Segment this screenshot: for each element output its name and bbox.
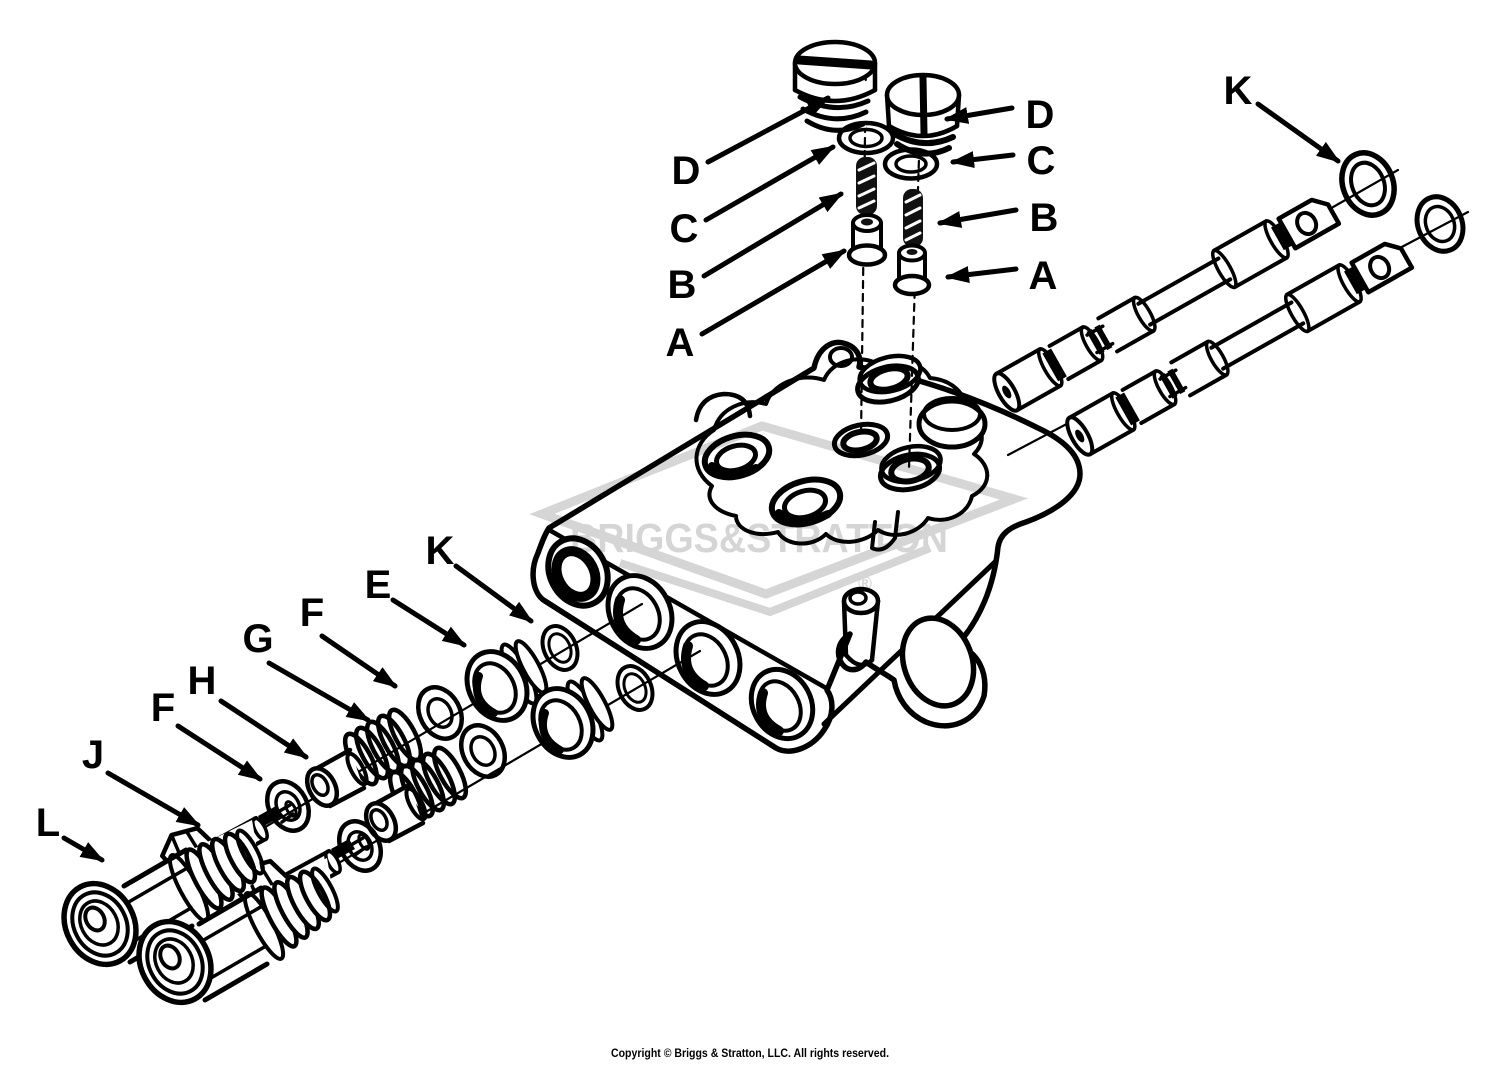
watermark-diamond bbox=[529, 421, 1029, 599]
callout-h: H bbox=[188, 659, 309, 760]
lower-chain bbox=[61, 624, 655, 1006]
callout-label-b-right: B bbox=[1030, 196, 1059, 240]
callout-l: L bbox=[36, 801, 105, 863]
callout-label-a-right: A bbox=[1029, 254, 1058, 298]
callout-a-left: A bbox=[666, 248, 847, 365]
callout-label-d-left: D bbox=[672, 149, 701, 193]
top-exploded-parts bbox=[792, 39, 962, 297]
callout-b-right: B bbox=[937, 196, 1059, 240]
callout-label-a-left: A bbox=[666, 321, 695, 365]
watermark-registered-icon: ® bbox=[858, 574, 872, 595]
spool-shaft-1 bbox=[992, 197, 1342, 414]
callout-f-upper: F bbox=[300, 591, 398, 689]
o-ring-k-row1 bbox=[540, 624, 580, 672]
callouts: D C B A D C B A bbox=[36, 69, 1341, 863]
front-bore-2 bbox=[605, 573, 675, 651]
callout-d-left: D bbox=[672, 95, 831, 193]
washer-f-row2-outer bbox=[459, 723, 507, 779]
screw-plug-right bbox=[884, 72, 962, 157]
washer-f-row1-outer bbox=[416, 685, 464, 741]
watermark-chevron bbox=[618, 544, 932, 617]
front-bore-3 bbox=[673, 619, 743, 697]
spool-shafts bbox=[992, 150, 1466, 458]
o-ring-k-row2 bbox=[615, 664, 655, 712]
callout-k-left: K bbox=[426, 529, 534, 624]
plunger-right bbox=[892, 243, 932, 297]
plunger-left bbox=[846, 213, 888, 267]
callout-label-j: J bbox=[82, 733, 104, 777]
callout-label-k-left: K bbox=[426, 529, 455, 573]
spring-top-left bbox=[856, 157, 877, 215]
front-bore-4 bbox=[748, 666, 816, 742]
callout-c-right: C bbox=[950, 139, 1056, 183]
callout-label-e: E bbox=[365, 563, 392, 607]
valve-body bbox=[530, 339, 1083, 754]
watermark-brand-text: BRIGGS&STRATTON bbox=[570, 515, 948, 561]
copyright-text: Copyright © Briggs & Stratton, LLC. All … bbox=[611, 1046, 889, 1060]
callout-label-f-lower: F bbox=[151, 686, 175, 730]
callout-a-right: A bbox=[945, 254, 1058, 298]
o-ring-right-2 bbox=[1414, 194, 1466, 254]
callout-b-left: B bbox=[668, 191, 844, 307]
callout-g: G bbox=[242, 617, 371, 723]
spool-shaft-2 bbox=[1065, 241, 1415, 458]
screw-plug-left bbox=[792, 39, 878, 133]
top-port-right bbox=[877, 443, 943, 493]
callout-label-c-left: C bbox=[670, 207, 699, 251]
front-bore-1 bbox=[545, 535, 611, 609]
spring-top-right bbox=[903, 189, 923, 247]
top-port-boss bbox=[855, 353, 923, 405]
bottom-lug bbox=[841, 586, 881, 668]
top-boss-left-rear bbox=[768, 476, 844, 528]
callout-c-left: C bbox=[670, 144, 836, 251]
washer-top-left bbox=[836, 120, 896, 156]
washer-top-right bbox=[882, 147, 940, 181]
o-ring-right-1 bbox=[1339, 150, 1397, 218]
watermark: BRIGGS&STRATTON ® bbox=[529, 421, 1029, 617]
callout-label-d-right: D bbox=[1026, 93, 1055, 137]
callout-label-c-right: C bbox=[1027, 139, 1056, 183]
callout-j: J bbox=[82, 733, 201, 828]
hex-plug-l-row2 bbox=[136, 858, 340, 1006]
callout-label-k-top-right: K bbox=[1224, 69, 1253, 113]
callout-f-lower: F bbox=[151, 686, 263, 782]
callout-d-right: D bbox=[944, 93, 1055, 137]
cap-e-row2 bbox=[530, 676, 615, 760]
top-port-left bbox=[831, 421, 891, 459]
top-boss-left-front bbox=[701, 431, 773, 481]
callout-label-b-left: B bbox=[668, 263, 697, 307]
callout-label-g: G bbox=[242, 617, 273, 661]
bottom-boss bbox=[899, 615, 977, 709]
dome-cap bbox=[916, 396, 988, 450]
callout-label-f-upper: F bbox=[300, 591, 324, 635]
callout-label-h: H bbox=[188, 659, 217, 703]
callout-e: E bbox=[365, 563, 467, 648]
callout-label-l: L bbox=[36, 801, 60, 845]
callout-k-top-right: K bbox=[1224, 69, 1341, 164]
cylinder-h-row1 bbox=[304, 747, 369, 809]
